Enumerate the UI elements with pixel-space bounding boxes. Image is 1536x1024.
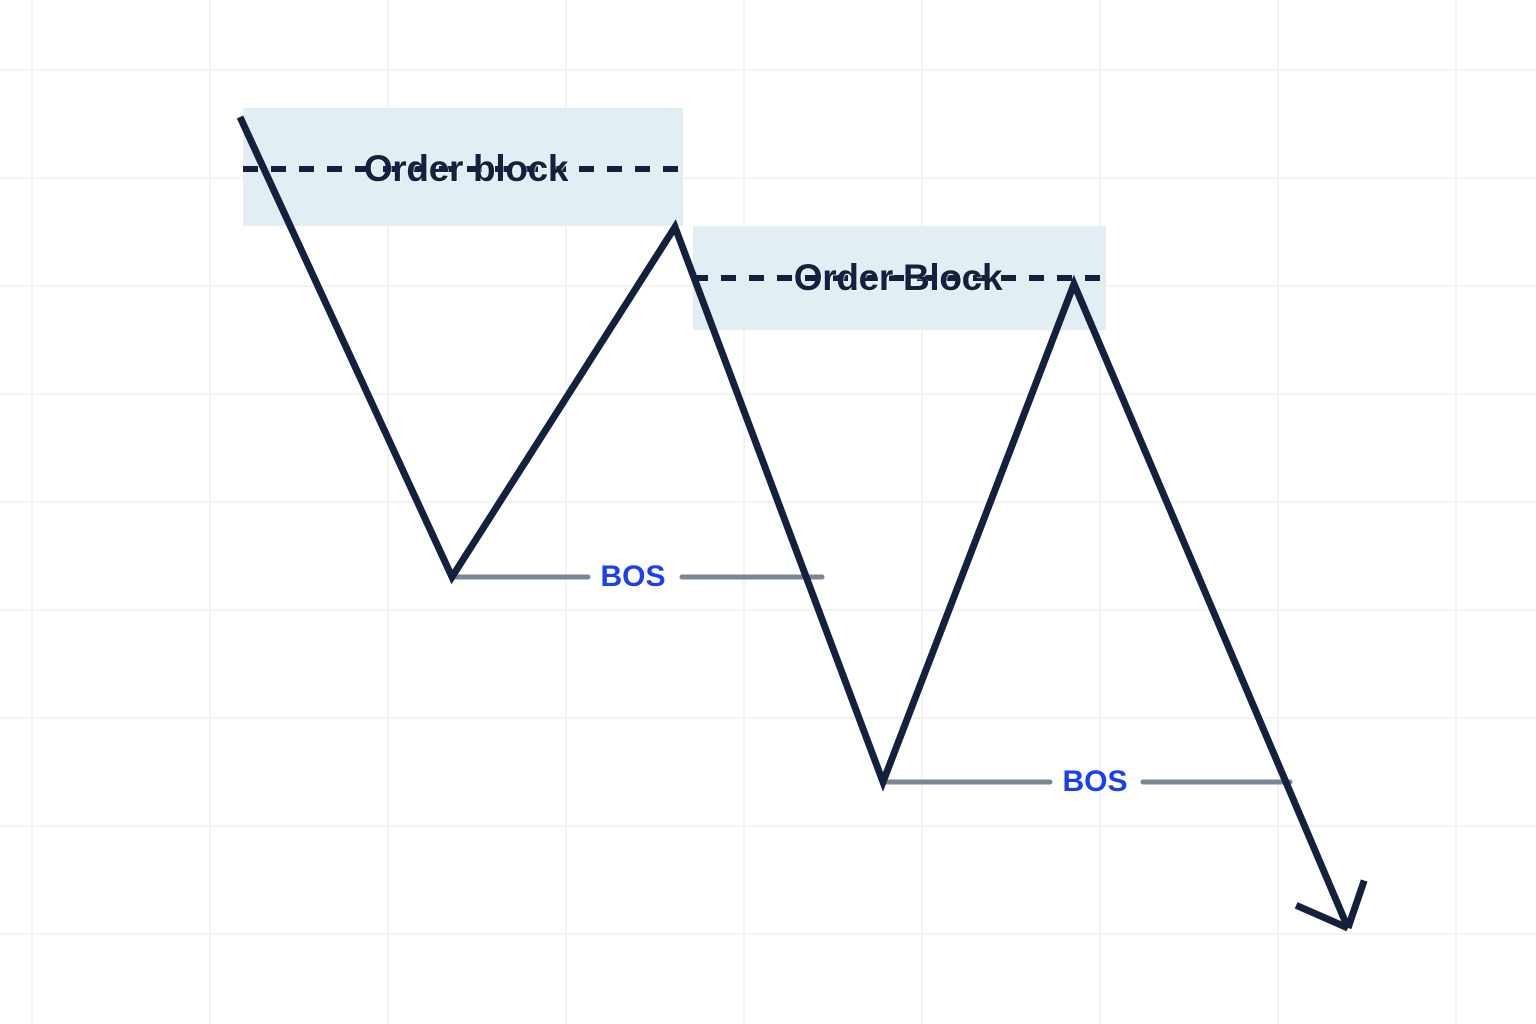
price-line: [236, 115, 1368, 932]
arrow-head-barb-left: [1294, 902, 1350, 932]
order-block-1-label: Order block: [363, 148, 569, 189]
order-block-2-label: Order Block: [793, 257, 1003, 298]
bos-1-label: BOS: [600, 560, 666, 593]
order-block-dashed-levels: [243, 166, 1106, 281]
bos-structure-lines: [449, 574, 1293, 785]
price-polyline: [236, 115, 1352, 930]
bos-2-label: BOS: [1062, 765, 1128, 798]
arrow-head-barb-right: [1344, 879, 1368, 930]
